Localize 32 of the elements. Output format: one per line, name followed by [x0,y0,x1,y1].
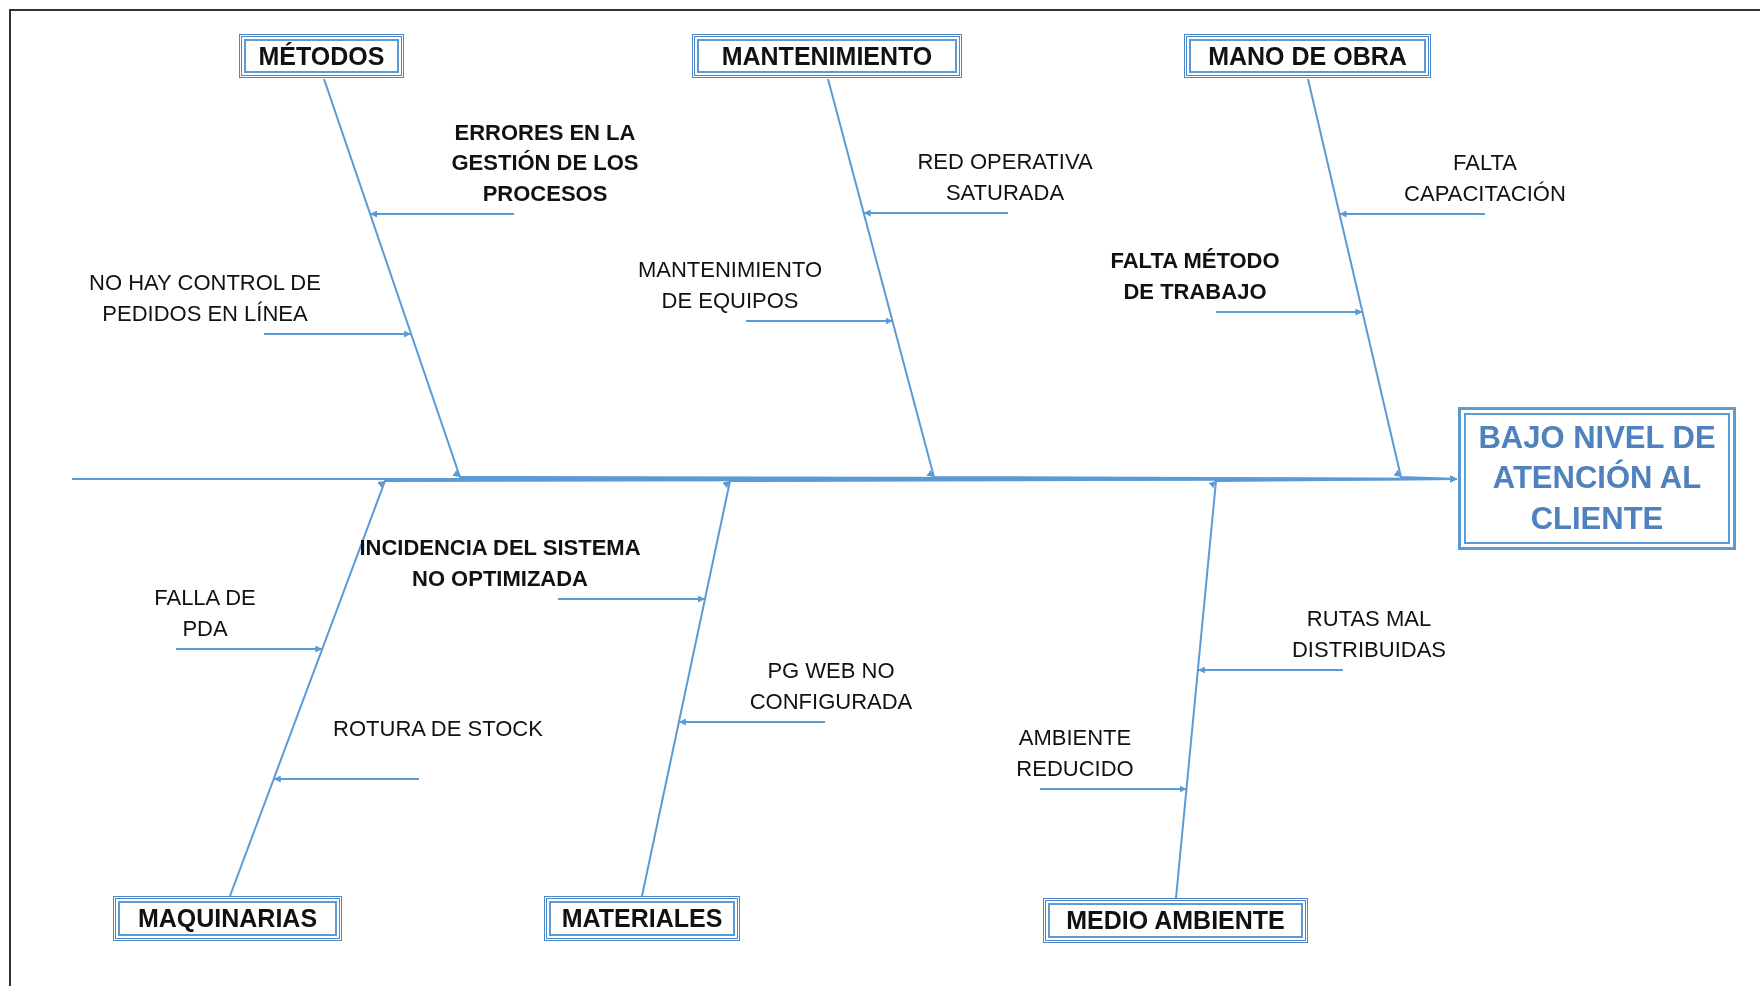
arrow [1338,210,1486,218]
arrow [1039,785,1188,793]
arrow [862,209,1009,217]
cause-label: FALTA MÉTODO DE TRABAJO [1108,246,1282,308]
cause-label: MANTENIMIENTO DE EQUIPOS [635,255,825,317]
cause-label: RED OPERATIVA SATURADA [915,147,1095,209]
category-box: MANTENIMIENTO [692,34,962,78]
category-box: MANO DE OBRA [1184,34,1431,78]
cause-label: ROTURA DE STOCK [331,714,545,745]
cause-label: PG WEB NO CONFIGURADA [747,656,915,718]
arrow [175,645,324,653]
arrow [263,330,413,338]
arrow [1215,308,1364,316]
category-box: MATERIALES [544,896,740,941]
cause-label: AMBIENTE REDUCIDO [1014,723,1136,785]
spine-arrow [71,475,1458,483]
arrow [272,775,420,783]
category-box: MEDIO AMBIENTE [1043,898,1308,943]
category-box: MÉTODOS [239,34,404,78]
cause-label: ERRORES EN LA GESTIÓN DE LOS PROCESOS [449,117,641,210]
arrow [1196,666,1344,674]
effect-box: BAJO NIVEL DE ATENCIÓN AL CLIENTE [1458,407,1736,550]
arrow [745,317,894,325]
cause-label: FALTA CAPACITACIÓN [1402,148,1568,210]
cause-label: RUTAS MAL DISTRIBUIDAS [1289,604,1449,666]
cause-label: INCIDENCIA DEL SISTEMA NO OPTIMIZADA [357,533,643,595]
category-box: MAQUINARIAS [113,896,342,941]
cause-label: FALLA DE PDA [152,583,258,645]
arrow [677,718,826,726]
cause-label: NO HAY CONTROL DE PEDIDOS EN LÍNEA [87,268,323,330]
arrow [557,595,706,603]
arrow [369,210,515,218]
